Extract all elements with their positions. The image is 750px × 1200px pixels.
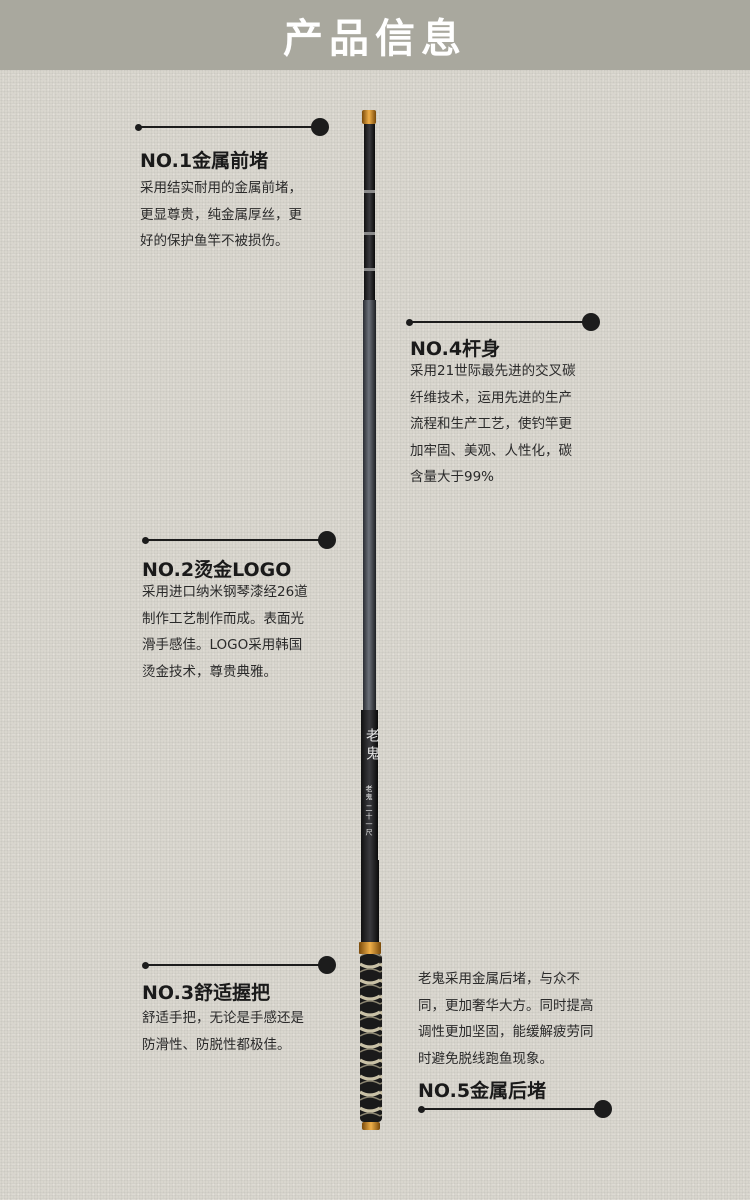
feature-title-4: NO.4杆身 bbox=[410, 338, 501, 360]
leader-dot-big bbox=[318, 956, 336, 974]
feature-title-2: NO.2烫金LOGO bbox=[142, 559, 292, 581]
rod-top-section bbox=[364, 124, 375, 300]
leader-line-2 bbox=[142, 531, 336, 549]
feature-desc-line: 舒适手把，无论是手感还是 bbox=[142, 1010, 304, 1026]
feature-desc-line: 更显尊贵，纯金属厚丝，更 bbox=[140, 206, 302, 223]
feature-desc-line: 时避免脱线跑鱼现象。 bbox=[418, 1050, 553, 1067]
page-title: 产品信息 bbox=[283, 16, 467, 62]
feature-desc-line: 烫金技术，尊贵典雅。 bbox=[142, 663, 277, 680]
leader-line-3 bbox=[142, 956, 336, 974]
feature-desc-line: 老鬼采用金属后堵，与众不 bbox=[418, 971, 580, 987]
leader-dot-small bbox=[406, 318, 413, 326]
feature-desc-line: 采用21世际最先进的交叉碳 bbox=[410, 363, 576, 379]
leader-dot-big bbox=[582, 313, 600, 331]
leader-dot-small bbox=[135, 123, 142, 131]
rod-brand-logo: 老鬼 bbox=[364, 728, 380, 764]
feature-title-1: NO.1金属前堵 bbox=[140, 150, 269, 172]
feature-desc-line: 防滑性、防脱性都极佳。 bbox=[142, 1036, 291, 1053]
feature-title-5: NO.5金属后堵 bbox=[418, 1080, 547, 1102]
feature-desc-line: 纤维技术，运用先进的生产 bbox=[410, 389, 572, 406]
leader-line-4 bbox=[406, 313, 600, 331]
feature-desc-line: 调性更加坚固，能缓解疲劳同 bbox=[418, 1024, 594, 1040]
feature-desc-line: 同，更加奢华大方。同时提高 bbox=[418, 997, 594, 1014]
leader-line-1 bbox=[135, 118, 329, 136]
feature-desc-line: 含量大于99% bbox=[410, 469, 495, 485]
feature-desc-line: 制作工艺制作而成。表面光 bbox=[142, 610, 304, 627]
tip-cap bbox=[362, 110, 376, 124]
rod-label-section bbox=[361, 710, 378, 860]
gold-ring bbox=[359, 942, 381, 954]
butt-cap bbox=[362, 1122, 380, 1130]
feature-desc-1: 采用结实耐用的金属前堵， 更显尊贵，纯金属厚丝，更 好的保护鱼竿不被损伤。 bbox=[140, 175, 340, 255]
leader-dot-small bbox=[418, 1105, 425, 1113]
feature-desc-5: 老鬼采用金属后堵，与众不 同，更加奢华大方。同时提高 调性更加坚固，能缓解疲劳同… bbox=[418, 966, 628, 1072]
leader-dot-big bbox=[318, 531, 336, 549]
feature-desc-4: 采用21世际最先进的交叉碳 纤维技术，运用先进的生产 流程和生产工艺，使钓竿更 … bbox=[410, 358, 610, 491]
rod-lower-section bbox=[361, 860, 379, 942]
grip-handle bbox=[360, 954, 382, 1122]
feature-desc-line: 流程和生产工艺，使钓竿更 bbox=[410, 416, 572, 432]
feature-desc-line: 滑手感佳。LOGO采用韩国 bbox=[142, 637, 303, 653]
feature-desc-line: 加牢固、美观、人性化，碳 bbox=[410, 442, 572, 459]
feature-desc-line: 采用结实耐用的金属前堵， bbox=[140, 180, 302, 196]
rod-middle-section bbox=[363, 300, 376, 710]
feature-desc-line: 好的保护鱼竿不被损伤。 bbox=[140, 233, 289, 249]
feature-desc-line: 采用进口纳米钢琴漆经26道 bbox=[142, 584, 308, 600]
rod-spec-text: 老鬼 二十一尺 bbox=[365, 785, 373, 837]
leader-dot-small bbox=[142, 536, 149, 544]
leader-line-5 bbox=[418, 1100, 612, 1118]
feature-title-3: NO.3舒适握把 bbox=[142, 982, 271, 1004]
leader-dot-small bbox=[142, 961, 149, 969]
feature-desc-3: 舒适手把，无论是手感还是 防滑性、防脱性都极佳。 bbox=[142, 1005, 342, 1058]
leader-dot-big bbox=[594, 1100, 612, 1118]
header-banner: 产品信息 bbox=[0, 0, 750, 70]
feature-desc-2: 采用进口纳米钢琴漆经26道 制作工艺制作而成。表面光 滑手感佳。LOGO采用韩国… bbox=[142, 579, 342, 685]
leader-dot-big bbox=[311, 118, 329, 136]
